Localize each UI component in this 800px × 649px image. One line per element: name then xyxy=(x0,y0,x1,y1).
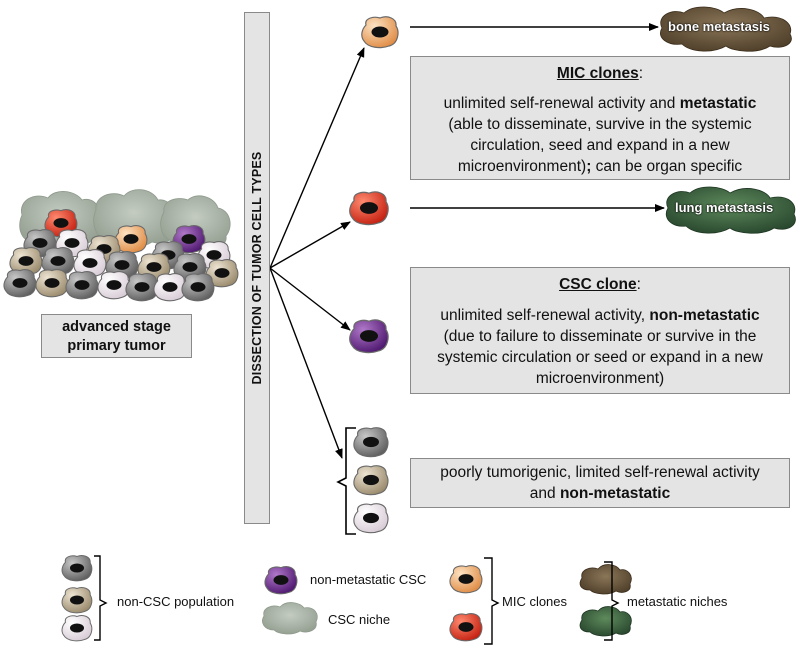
lung-metastasis-cloud xyxy=(665,186,796,234)
mic-orange-cell xyxy=(361,16,399,49)
legend-lung-cloud xyxy=(579,606,632,637)
arrow-to-red-cell xyxy=(269,221,351,269)
csc-clone-title-suffix: : xyxy=(636,276,641,293)
cell-group-bracket xyxy=(336,427,356,535)
mic-clones-line2: (able to disseminate, survive in the sys… xyxy=(448,116,752,133)
mic-line1-bold: metastatic xyxy=(679,95,757,112)
arrow-to-purple-cell xyxy=(269,267,351,331)
legend-bracket-metastatic xyxy=(604,561,620,641)
csc-clone-box: CSC clone: unlimited self-renewal activi… xyxy=(410,267,790,394)
csc-clone-line3: systemic circulation or seed or expand i… xyxy=(437,349,763,366)
primary-tumor-label-line1: advanced stage xyxy=(62,319,171,335)
arrow-to-orange-cell xyxy=(269,47,365,269)
csc-purple-cell xyxy=(349,319,389,354)
mic-red-cell xyxy=(349,191,389,226)
legend-bracket-mic xyxy=(484,557,500,645)
branch-arrows xyxy=(269,23,665,459)
legend-tan-cell xyxy=(61,587,93,614)
legend-red-cell xyxy=(449,613,483,642)
dissection-bar xyxy=(244,12,270,524)
arrow-to-cell-group xyxy=(269,267,343,459)
legend-orange-cell xyxy=(449,565,483,594)
mic-clones-title-suffix: : xyxy=(638,65,644,82)
csc-clone-line1: unlimited self-renewal activity, non-met… xyxy=(411,305,789,326)
legend-pale-cell xyxy=(61,615,93,642)
legend-purple-cell xyxy=(264,566,298,595)
group-gray-cell xyxy=(353,427,389,458)
mic-clones-title-line: MIC clones: xyxy=(411,63,789,84)
mic-line4-post: can be organ specific xyxy=(591,158,743,175)
csc-clone-line2: (due to failure to disseminate or surviv… xyxy=(443,328,757,345)
legend-non-metastatic-csc-label: non-metastatic CSC xyxy=(310,572,427,587)
legend-csc-niche-cloud xyxy=(262,602,318,635)
poorly-tumorigenic-line2: and non-metastatic xyxy=(411,483,789,504)
mic-clones-box: MIC clones: unlimited self-renewal activ… xyxy=(410,56,790,180)
csc-line1-bold: non-metastatic xyxy=(649,307,760,324)
csc-line1-text: unlimited self-renewal activity, xyxy=(440,307,650,324)
bone-metastasis-label: bone metastasis xyxy=(668,19,770,34)
mic-clones-line3: circulation, seed and expand in a new xyxy=(470,137,730,154)
primary-tumor-label-line2: primary tumor xyxy=(67,338,166,354)
mic-clones-line1: unlimited self-renewal activity and meta… xyxy=(411,93,789,114)
legend-bone-cloud xyxy=(579,564,632,595)
poorly-tumorigenic-box: poorly tumorigenic, limited self-renewal… xyxy=(410,458,790,508)
legend-csc-niche-label: CSC niche xyxy=(328,612,391,627)
legend-gray-cell xyxy=(61,555,93,582)
primary-tumor-cluster xyxy=(3,189,239,302)
mic-line1-text: unlimited self-renewal activity and xyxy=(443,95,680,112)
dissection-bar-label: DISSECTION OF TUMOR CELL TYPES xyxy=(250,151,264,385)
legend-metastatic-niches-label: metastatic niches xyxy=(627,594,728,609)
group-pale-cell xyxy=(353,503,389,534)
mic-clones-title: MIC clones xyxy=(556,65,639,82)
legend-graphics xyxy=(61,555,632,645)
poor-line2-text: and xyxy=(529,485,560,502)
mic-line4-text: microenvironment) xyxy=(457,158,587,175)
csc-clone-line4: microenvironment) xyxy=(535,370,665,387)
lung-metastasis-label: lung metastasis xyxy=(675,200,774,215)
legend-bracket-non-csc xyxy=(94,555,108,641)
mic-clones-line4: microenvironment); can be organ specific xyxy=(411,156,789,177)
csc-clone-title-line: CSC clone: xyxy=(411,274,789,295)
legend-mic-clones-label: MIC clones xyxy=(502,594,568,609)
group-tan-cell xyxy=(353,465,389,496)
bone-metastasis-cloud xyxy=(660,6,792,52)
poor-line2-bold: non-metastatic xyxy=(559,485,671,502)
legend-non-csc-label: non-CSC population xyxy=(117,594,235,609)
csc-clone-title: CSC clone xyxy=(559,276,637,293)
mic-line4-bold: ; xyxy=(586,158,592,175)
poorly-tumorigenic-line1: poorly tumorigenic, limited self-renewal… xyxy=(440,464,760,481)
primary-tumor-label-box: advanced stage primary tumor xyxy=(41,314,192,358)
